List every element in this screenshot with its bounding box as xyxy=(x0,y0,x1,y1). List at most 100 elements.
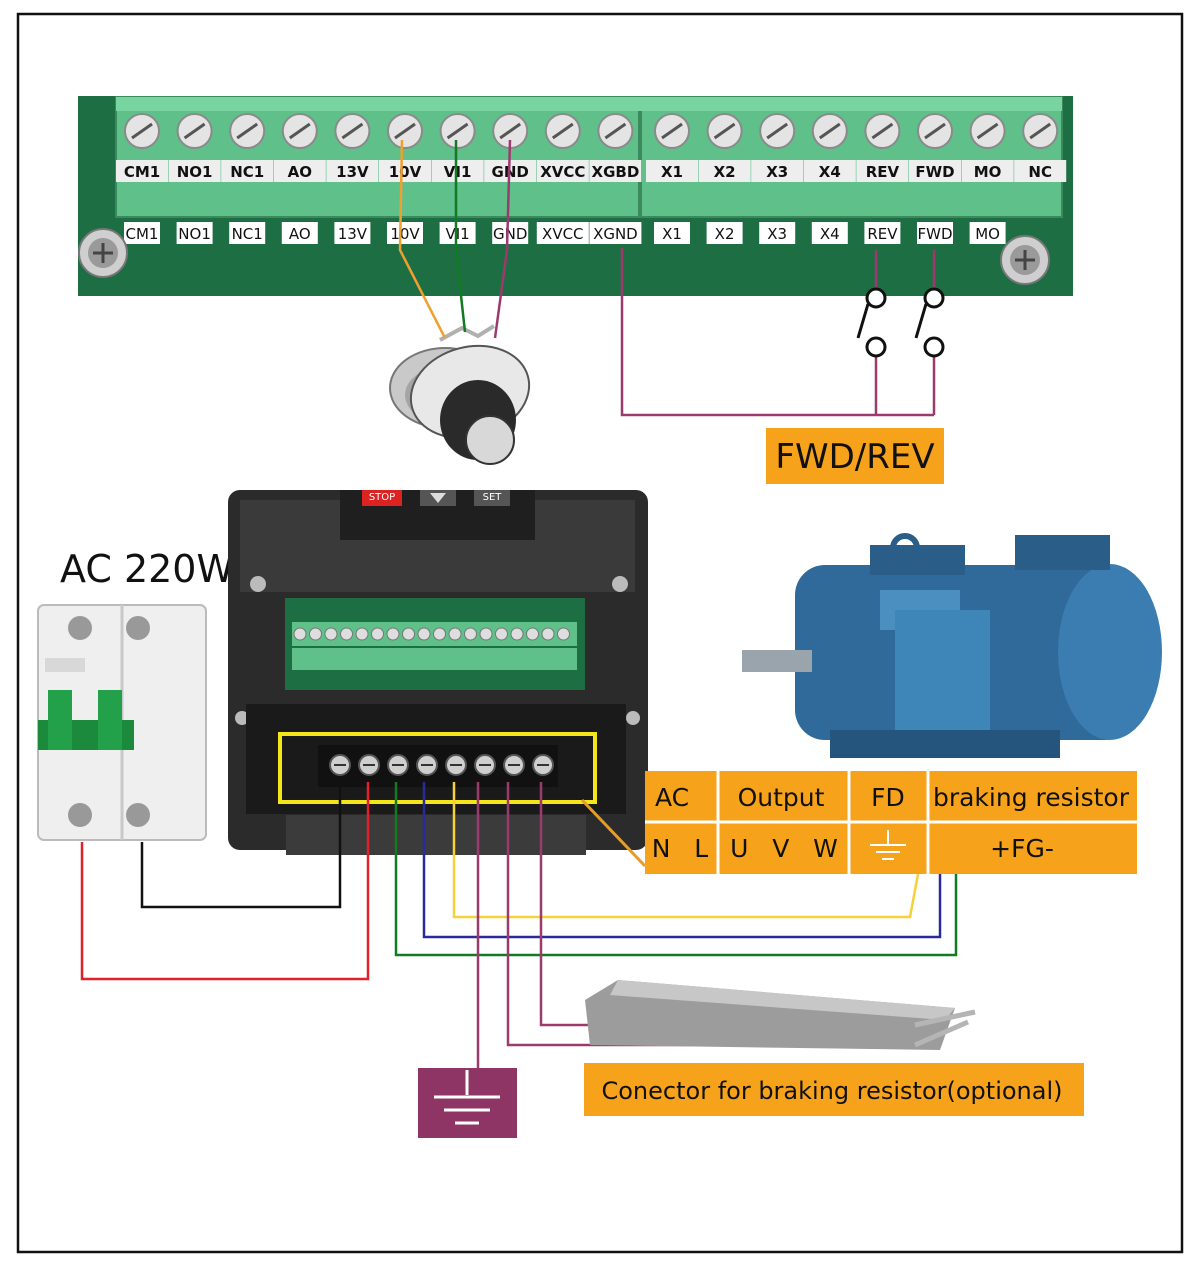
wire-w-yellow xyxy=(452,782,920,919)
inner-screw xyxy=(433,627,446,641)
down-arrow-icon xyxy=(430,493,446,503)
terminal-screw xyxy=(334,113,371,149)
terminal-label-lower: X2 xyxy=(715,225,735,243)
terminal-label-bg xyxy=(698,160,751,182)
fwd-rev-box xyxy=(766,428,944,484)
terminal-label-upper: X3 xyxy=(766,163,788,181)
terminal-screw xyxy=(124,113,160,149)
terminal-label-bg xyxy=(326,160,379,182)
terminal-block-right xyxy=(640,96,1063,218)
terminal-screw xyxy=(439,113,476,149)
inner-screw xyxy=(541,627,555,641)
terminal-label-bg xyxy=(856,160,909,182)
terminal-label-lower: AO xyxy=(289,225,311,243)
terminal-label-bg xyxy=(431,160,484,182)
terminal-label-lower: XGND xyxy=(593,225,638,243)
terminal-screw xyxy=(229,113,266,149)
terminal-label-lower: XVCC xyxy=(542,225,583,243)
circuit-breaker xyxy=(37,604,207,841)
earth-ground-icon xyxy=(434,1070,500,1125)
table-header-braking-resistor: braking resistor xyxy=(933,783,1130,812)
terminal-label-upper: FWD xyxy=(915,163,954,181)
terminal-label-bg xyxy=(168,160,221,182)
terminal-label-bg xyxy=(811,222,848,244)
braking-resistor xyxy=(585,980,976,1050)
terminal-label-lower: GND xyxy=(493,225,527,243)
terminal-label-bg xyxy=(961,160,1014,182)
terminal-label-bg xyxy=(646,160,698,182)
terminal-label-upper: CM1 xyxy=(124,163,160,181)
terminal-label-bg xyxy=(116,160,168,182)
inner-screw xyxy=(479,627,493,641)
potentiometer xyxy=(389,324,531,465)
inverter: STOP SET xyxy=(228,490,648,855)
terminal-label-bg xyxy=(492,222,529,244)
terminal-label-upper: NC xyxy=(1028,163,1052,181)
terminal-label-upper: REV xyxy=(866,163,900,181)
terminal-label-lower: X3 xyxy=(767,225,787,243)
ground-icon xyxy=(870,830,906,860)
inner-screw xyxy=(526,627,539,641)
terminal-label-bg xyxy=(1014,160,1067,182)
terminal-screw xyxy=(811,113,848,149)
terminal-label-lower: X4 xyxy=(820,225,840,243)
terminal-screw xyxy=(1022,113,1059,149)
terminal-label-lower: VI1 xyxy=(445,225,469,243)
terminal-label-lower: REV xyxy=(867,225,898,243)
braking-label-box xyxy=(584,1063,1084,1116)
terminal-screw xyxy=(917,113,953,149)
terminal-label-lower: NO1 xyxy=(178,225,211,243)
terminal-label-bg xyxy=(387,222,423,244)
terminal-label-bg xyxy=(536,160,589,182)
terminal-screw xyxy=(759,113,796,149)
terminal-label-bg xyxy=(589,222,642,244)
terminal-label-upper: 13V xyxy=(336,163,369,181)
terminal-block-top-edge xyxy=(116,97,1062,111)
stop-key xyxy=(362,490,402,506)
inner-screw xyxy=(448,627,462,641)
terminal-screw xyxy=(706,113,743,149)
terminal-label-bg xyxy=(334,222,371,244)
table-header-output: Output xyxy=(738,783,825,812)
terminal-label-bg xyxy=(654,222,690,244)
table-value-ac: N L xyxy=(652,834,709,863)
wire-xgnd-purple xyxy=(620,248,934,417)
power-table: AC Output FD braking resistor N L U V W … xyxy=(645,771,1137,874)
terminal-label-upper: XGBD xyxy=(592,163,640,181)
terminal-label-bg xyxy=(221,160,274,182)
terminal-label-upper: MO xyxy=(974,163,1002,181)
terminal-screw xyxy=(492,113,529,149)
wire-l-red xyxy=(80,782,370,981)
terminal-label-upper: NO1 xyxy=(177,163,213,181)
terminal-label-lower: 13V xyxy=(338,225,368,243)
inner-screw xyxy=(293,627,307,641)
wire-vi1-green xyxy=(454,140,467,333)
terminal-label-upper: 10V xyxy=(389,163,422,181)
inner-screw xyxy=(495,627,508,641)
terminal-label-upper: X2 xyxy=(714,163,736,181)
terminal-screws xyxy=(124,113,1059,149)
table-value-output: U V W xyxy=(730,834,838,863)
terminal-label-lower: CM1 xyxy=(126,225,159,243)
terminal-label-bg xyxy=(803,160,856,182)
wire-gnd-purple xyxy=(493,139,512,339)
switch-fwd xyxy=(914,287,945,358)
terminal-screw xyxy=(969,113,1006,149)
highlight-pointer xyxy=(580,798,647,868)
wire-u-green xyxy=(394,782,958,957)
terminal-label-bg xyxy=(439,222,476,244)
terminal-label-lower: MO xyxy=(975,225,1000,243)
table-header-ac: AC xyxy=(655,783,689,812)
inner-screw xyxy=(464,627,477,641)
terminal-label-upper: X4 xyxy=(819,163,841,181)
table-value-braking: +FG- xyxy=(990,834,1054,863)
terminal-label-bg xyxy=(751,160,804,182)
motor xyxy=(742,533,1162,758)
wire-10v-orange xyxy=(398,139,447,339)
set-key-label: SET xyxy=(483,492,503,503)
terminal-label-bg xyxy=(969,222,1006,244)
power-terminal-highlight xyxy=(278,732,597,804)
terminal-screw xyxy=(387,113,423,149)
terminal-label-upper: X1 xyxy=(661,163,683,181)
